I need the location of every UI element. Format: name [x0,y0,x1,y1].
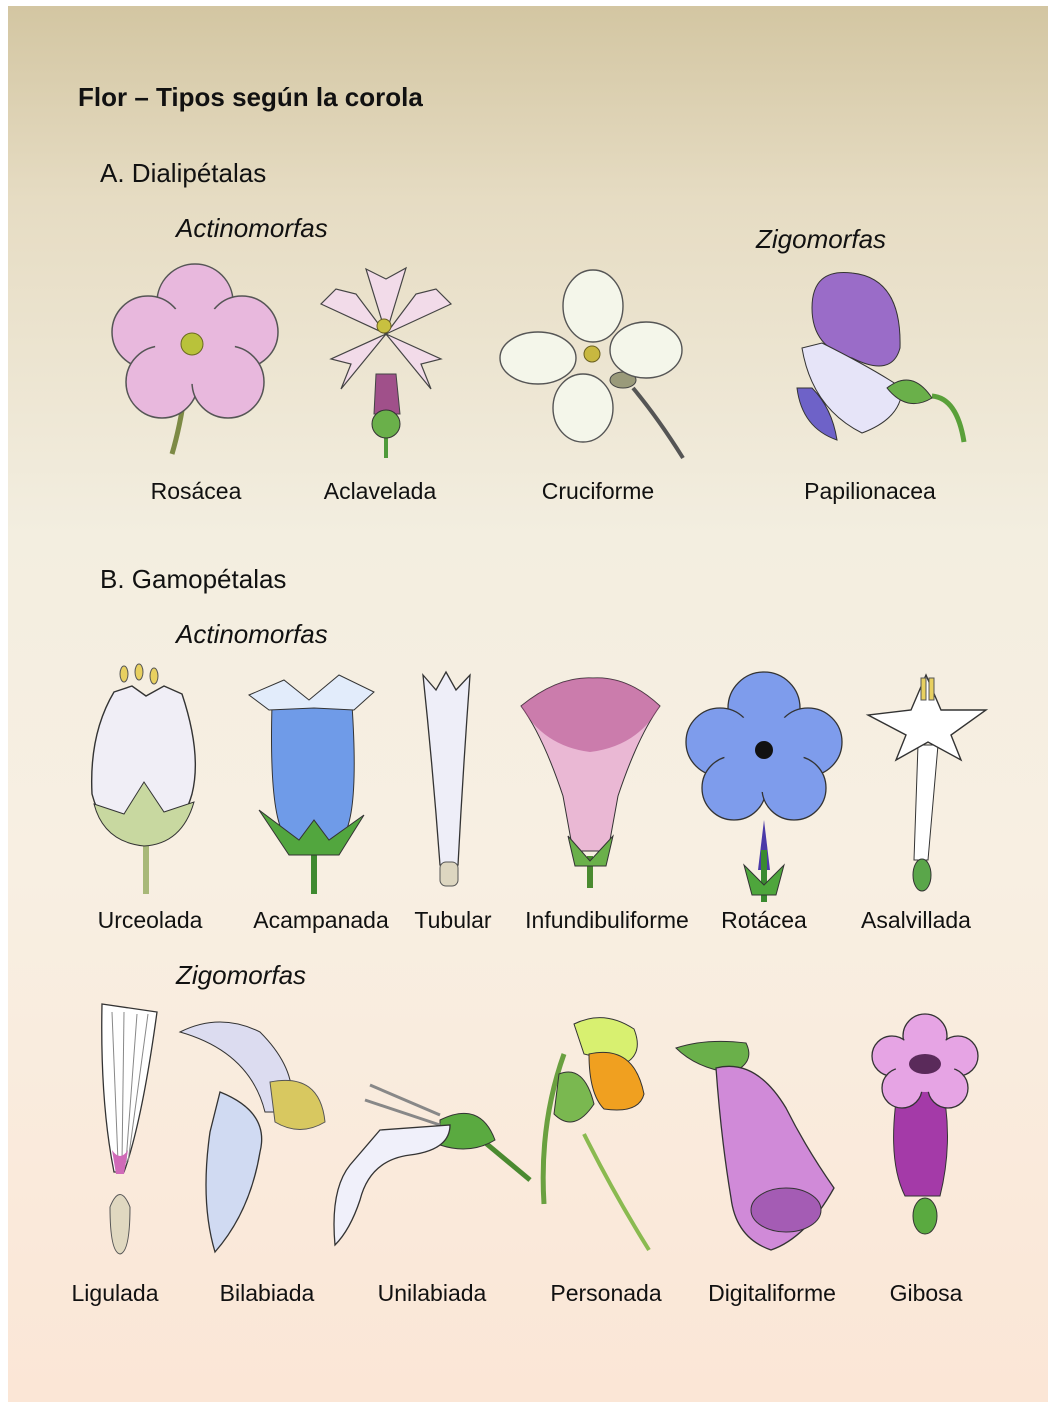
gibosa-flower-illustration [870,1016,980,1246]
label-digitaliforme: Digitaliforme [708,1280,836,1307]
gamopetalas-zigomorfas-subheading: Zigomorfas [176,960,306,991]
label-asalvillada: Asalvillada [861,907,971,934]
acampanada-flower-illustration [244,670,378,894]
label-gibosa: Gibosa [890,1280,963,1307]
label-papilionacea: Papilionacea [804,478,936,505]
rotacea-flower-illustration [684,670,846,902]
unilabiada-flower-illustration [330,1070,530,1250]
label-rotacea: Rotácea [721,907,807,934]
label-bilabiada: Bilabiada [220,1280,315,1307]
infundibuliforme-flower-illustration [518,676,664,888]
label-acampanada: Acampanada [253,907,389,934]
section-dialipetalas-heading: A. Dialipétalas [100,158,266,189]
label-infundibuliforme: Infundibuliforme [525,907,689,934]
gamopetalas-actinomorfas-subheading: Actinomorfas [176,619,328,650]
ligulada-flower-illustration [82,1002,162,1258]
section-gamopetalas-heading: B. Gamopétalas [100,564,286,595]
cruciforme-flower-illustration [498,268,688,458]
personada-flower-illustration [534,1014,656,1250]
label-rosacea: Rosácea [151,478,242,505]
dialipetalas-actinomorfas-subheading: Actinomorfas [176,213,328,244]
dialipetalas-zigomorfas-subheading: Zigomorfas [756,224,886,255]
digitaliforme-flower-illustration [676,1038,840,1252]
papilionacea-flower-illustration [792,268,968,444]
urceolada-flower-illustration [84,664,204,894]
tubular-flower-illustration [418,670,478,888]
asalvillada-flower-illustration [866,670,992,896]
aclavelada-flower-illustration [316,264,466,458]
label-urceolada: Urceolada [98,907,203,934]
label-cruciforme: Cruciforme [542,478,654,505]
page-title: Flor – Tipos según la corola [78,82,423,113]
label-tubular: Tubular [414,907,491,934]
bilabiada-flower-illustration [180,1012,350,1254]
rosacea-flower-illustration [110,262,280,458]
label-personada: Personada [550,1280,661,1307]
label-unilabiada: Unilabiada [378,1280,487,1307]
label-aclavelada: Aclavelada [324,478,437,505]
label-ligulada: Ligulada [72,1280,159,1307]
